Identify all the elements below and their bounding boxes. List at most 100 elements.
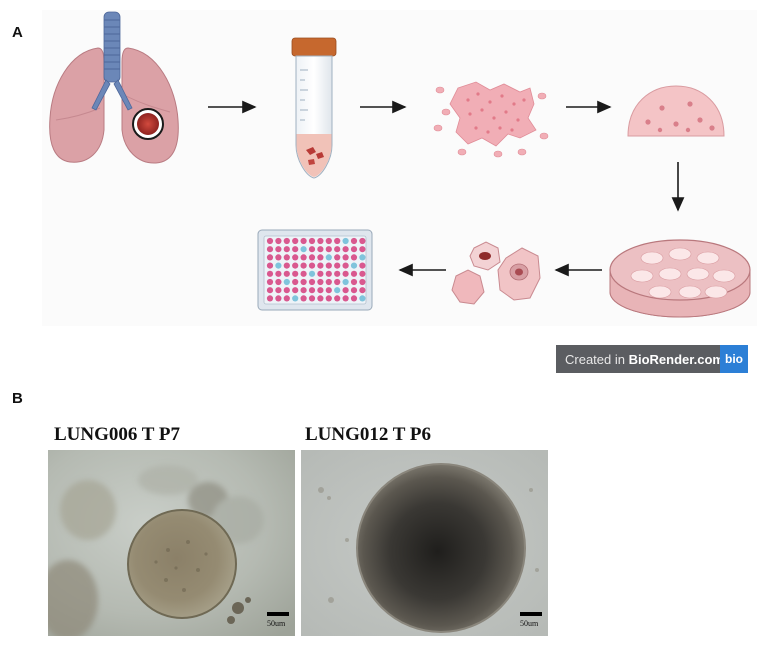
plate-well <box>275 295 282 302</box>
plate-well <box>292 295 299 302</box>
plate-well <box>325 262 332 269</box>
plate-well <box>275 262 282 269</box>
plate-well <box>334 262 341 269</box>
plate-well <box>342 237 349 245</box>
scale-bar-2 <box>520 612 542 616</box>
plate-well <box>308 278 316 286</box>
plate-well <box>342 262 349 269</box>
panel-label-a: A <box>12 24 23 41</box>
plate-well <box>342 295 349 302</box>
plate-well <box>334 278 341 286</box>
plate-well <box>266 237 274 245</box>
plate-well <box>350 278 358 286</box>
plate-well <box>342 254 349 261</box>
plate-well <box>308 295 316 302</box>
lungs-with-tumor-icon <box>49 11 179 164</box>
well-plate-icon <box>257 229 373 311</box>
badge-prefix: Created in <box>565 351 629 367</box>
plate-well <box>350 254 358 261</box>
plate-well <box>283 278 290 286</box>
plate-well <box>300 278 307 286</box>
plate-well <box>283 287 290 294</box>
plate-well <box>325 295 332 302</box>
plate-well <box>266 254 274 261</box>
plate-well <box>283 254 290 261</box>
dissociated-cells-icon <box>433 81 549 158</box>
plate-well <box>325 254 332 261</box>
plate-well <box>359 237 366 245</box>
plate-well <box>266 295 274 302</box>
plate-well <box>275 278 282 286</box>
plate-well <box>308 246 316 253</box>
plate-well <box>325 246 332 253</box>
plate-well <box>308 237 316 245</box>
plate-well <box>275 254 282 261</box>
plate-well <box>317 262 324 269</box>
plate-well <box>292 254 299 261</box>
plate-well <box>359 287 366 294</box>
plate-well <box>300 246 307 253</box>
plate-well <box>342 287 349 294</box>
organoids-icon <box>451 241 541 305</box>
image-title-2: LUNG012 T P6 <box>305 424 431 445</box>
biorender-logo-icon: bio <box>720 345 748 373</box>
biorender-badge: Created in BioRender.com bio <box>556 345 748 373</box>
plate-well <box>359 278 366 286</box>
plate-well <box>317 237 324 245</box>
plate-well <box>300 287 307 294</box>
plate-well <box>350 246 358 253</box>
plate-well <box>359 262 366 269</box>
plate-well <box>266 287 274 294</box>
plate-well <box>342 270 349 277</box>
image-title-1: LUNG006 T P7 <box>54 424 180 445</box>
scale-label-1: 50um <box>267 619 286 628</box>
plate-well <box>283 246 290 253</box>
plate-well <box>334 237 341 245</box>
plate-well <box>350 237 358 245</box>
plate-well <box>359 246 366 253</box>
plate-well <box>334 270 341 277</box>
plate-well <box>350 270 358 277</box>
plate-well <box>334 246 341 253</box>
badge-text: Created in BioRender.com <box>556 352 724 367</box>
micrograph-1: 50um <box>48 450 295 636</box>
scale-bar-1 <box>267 612 289 616</box>
plate-well <box>350 295 358 302</box>
badge-brand: BioRender.com <box>628 351 724 367</box>
plate-well <box>300 237 307 245</box>
plate-well <box>308 254 316 261</box>
plate-well <box>292 287 299 294</box>
plate-well <box>334 254 341 261</box>
plate-well <box>292 270 299 277</box>
plate-well <box>308 262 316 269</box>
plate-well <box>325 237 332 245</box>
conical-tube-icon <box>291 37 337 179</box>
plate-well <box>317 278 324 286</box>
plate-well <box>325 270 332 277</box>
plate-well <box>275 246 282 253</box>
plate-well <box>317 246 324 253</box>
plate-well <box>325 278 332 286</box>
plate-well <box>359 254 366 261</box>
plate-well <box>317 287 324 294</box>
plate-well <box>266 278 274 286</box>
matrigel-dome-icon <box>627 85 725 137</box>
plate-well <box>283 295 290 302</box>
plate-well <box>317 270 324 277</box>
plate-well <box>342 278 349 286</box>
scale-label-2: 50um <box>520 619 539 628</box>
plate-well <box>275 237 282 245</box>
panel-label-b: B <box>12 390 23 407</box>
plate-well <box>283 237 290 245</box>
plate-well <box>292 278 299 286</box>
plate-well <box>275 287 282 294</box>
plate-well <box>283 262 290 269</box>
workflow-diagram <box>49 11 751 318</box>
plate-well <box>283 270 290 277</box>
micrograph-2: 50um <box>301 450 548 636</box>
plate-well <box>308 287 316 294</box>
plate-well <box>342 246 349 253</box>
plate-well <box>300 270 307 277</box>
plate-well <box>308 270 316 277</box>
plate-well <box>317 254 324 261</box>
